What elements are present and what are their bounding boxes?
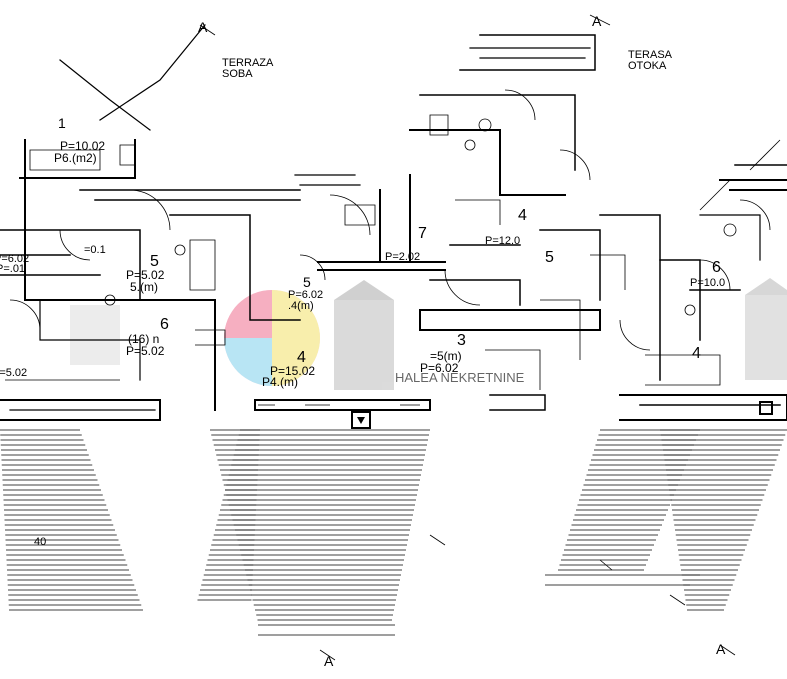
dimension-label: 40 (34, 536, 46, 548)
terrace-right-line1: TERASA (628, 49, 673, 61)
side-label: P=6.02 (0, 253, 29, 265)
terrace-right-line2: OTOKA (628, 60, 667, 72)
room-number: 1 (58, 115, 66, 131)
watermark-logo-right (745, 278, 787, 380)
room-area: P=12.0 (485, 235, 520, 247)
room-area: P=5.02 (126, 344, 165, 358)
room-number: 4 (518, 207, 527, 224)
room-unit: .4(m) (288, 300, 314, 312)
room-area: P=5.02 (126, 268, 165, 282)
terrace-labels: TERRAZA SOBA TERASA OTOKA (222, 49, 673, 80)
section-mark: A (324, 653, 334, 669)
right-wing-walls (590, 139, 787, 421)
room-number: 4 (692, 345, 701, 362)
watermark-logo-left (70, 305, 120, 365)
hatch-terrace-right (558, 429, 787, 611)
room-number: 5 (303, 274, 311, 290)
terrace-left-line1: TERRAZA (222, 57, 274, 69)
center-walls (254, 34, 601, 429)
hatch-terrace-center (210, 429, 430, 621)
room-area: P=6.02 (288, 289, 323, 301)
watermark-text: HALEA NEKRETNINE (395, 370, 525, 385)
room-number: 7 (418, 225, 427, 242)
section-marks: A A A A (198, 13, 726, 669)
room-number: 6 (712, 259, 721, 276)
side-label: =0.1 (84, 244, 106, 256)
dimension-lines (199, 14, 736, 661)
side-label: P=5.02 (0, 367, 27, 379)
room-number: 5 (545, 249, 554, 266)
room-area: P=2.02 (385, 251, 420, 263)
room-area: P=6.02 (420, 361, 459, 375)
room-number: 3 (457, 332, 466, 349)
room-unit: =5(m) (430, 349, 462, 363)
room-unit: 5.(m) (130, 280, 158, 294)
room-area: P=15.02 (270, 364, 315, 378)
hatch-terrace-left (0, 429, 260, 611)
room-number: 6 (160, 316, 169, 333)
section-mark: A (592, 13, 602, 29)
room-number: 5 (150, 253, 159, 270)
side-label: P=.01 (0, 263, 25, 275)
room-labels: 1 P=10.02 P6.(m2) 5 P=5.02 5.(m) 6 (16) … (54, 115, 725, 389)
section-mark: A (716, 641, 726, 657)
room-area: P=10.0 (690, 277, 725, 289)
section-mark: A (198, 19, 208, 35)
side-labels: P=6.02 =0.1 P=5.02 P=.01 (0, 244, 106, 379)
room-area: P=10.02 (60, 139, 105, 153)
terrace-left-line2: SOBA (222, 68, 253, 80)
room-unit: P4.(m) (262, 375, 298, 389)
room-number: 4 (297, 349, 306, 366)
watermark-logo (224, 280, 394, 390)
room-unit: P6.(m2) (54, 151, 97, 165)
room-unit: (16) n (128, 332, 159, 346)
left-wing-walls (0, 24, 301, 421)
